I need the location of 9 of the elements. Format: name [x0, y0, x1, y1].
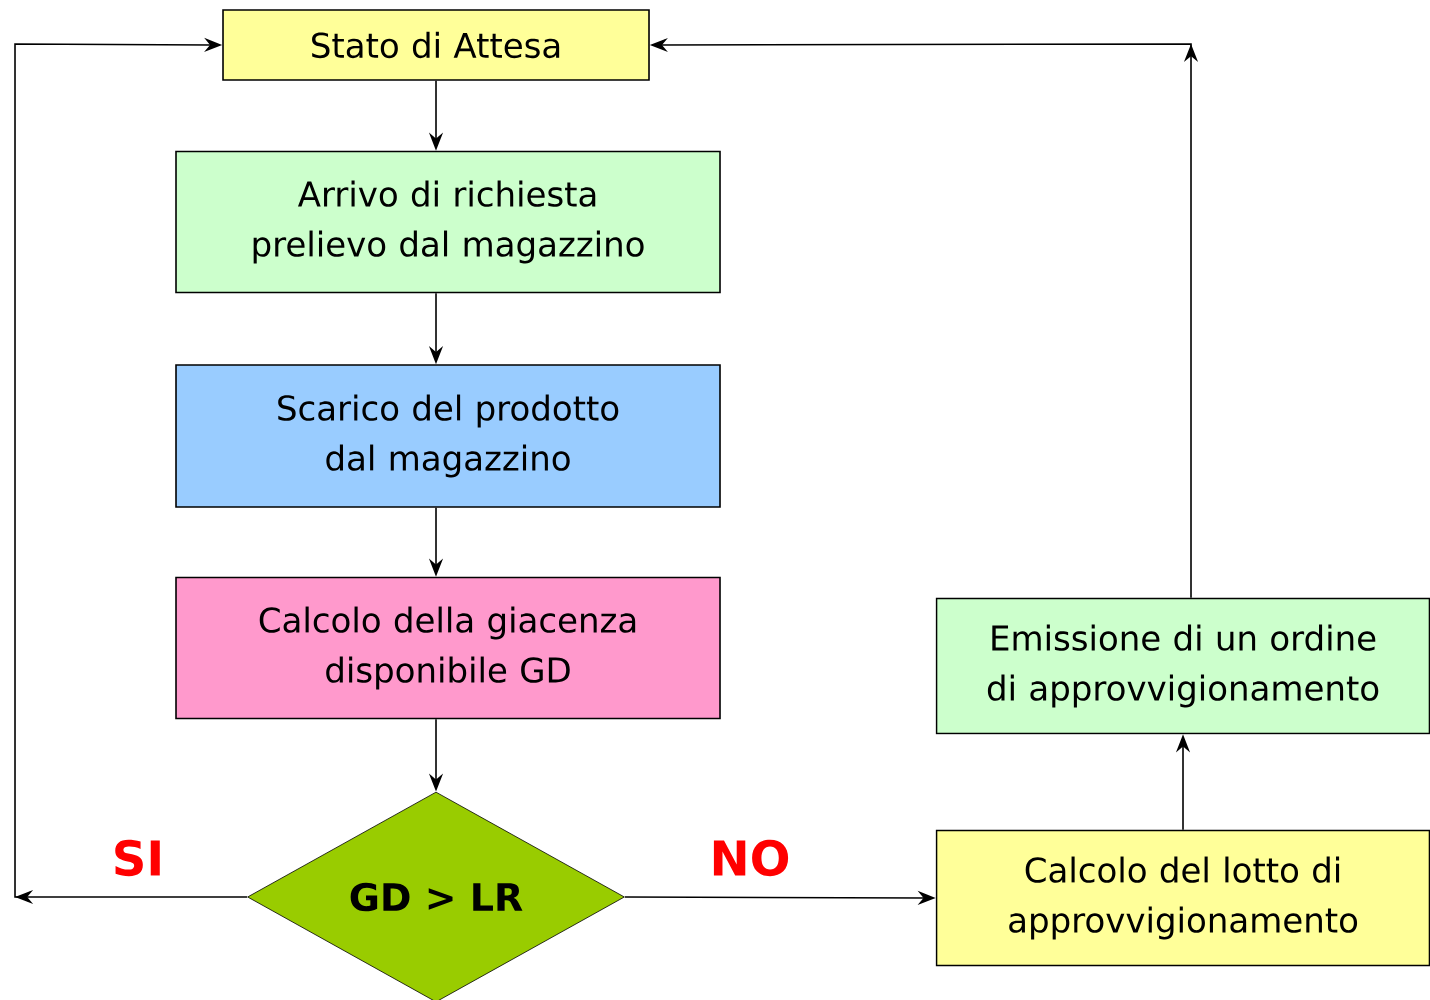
process-box: Calcolo del lotto di approvvigionamento — [935, 829, 1430, 967]
edge-label: NO — [713, 839, 789, 877]
process-box: Scarico del prodotto dal magazzino — [175, 364, 721, 508]
edge-label: SI — [115, 839, 160, 877]
process-box: Arrivo di richiesta prelievo dal magazzino — [175, 150, 721, 294]
process-box: Emissione di un ordine di approvvigionamento — [935, 597, 1430, 735]
process-box: Calcolo della giacenza disponibile GD — [175, 576, 721, 720]
arrow — [14, 37, 248, 905]
process-box: Stato di Attesa — [222, 9, 650, 81]
